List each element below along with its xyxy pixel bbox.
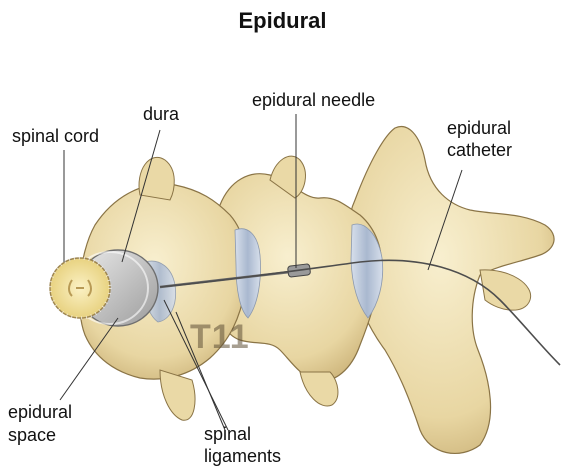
label-epidural-needle: epidural needle bbox=[252, 90, 375, 111]
label-spinal-ligaments-2: ligaments bbox=[204, 446, 281, 467]
label-epidural-space-1: epidural bbox=[8, 402, 72, 423]
diagram-title: Epidural bbox=[0, 8, 565, 34]
vertebra-level-label: T11 bbox=[190, 318, 250, 357]
label-epidural-catheter-2: catheter bbox=[447, 140, 512, 161]
label-spinal-cord: spinal cord bbox=[12, 126, 99, 147]
label-dura: dura bbox=[143, 104, 179, 125]
label-epidural-space-2: space bbox=[8, 425, 56, 446]
label-spinal-ligaments-1: spinal bbox=[204, 424, 251, 445]
label-epidural-catheter-1: epidural bbox=[447, 118, 511, 139]
